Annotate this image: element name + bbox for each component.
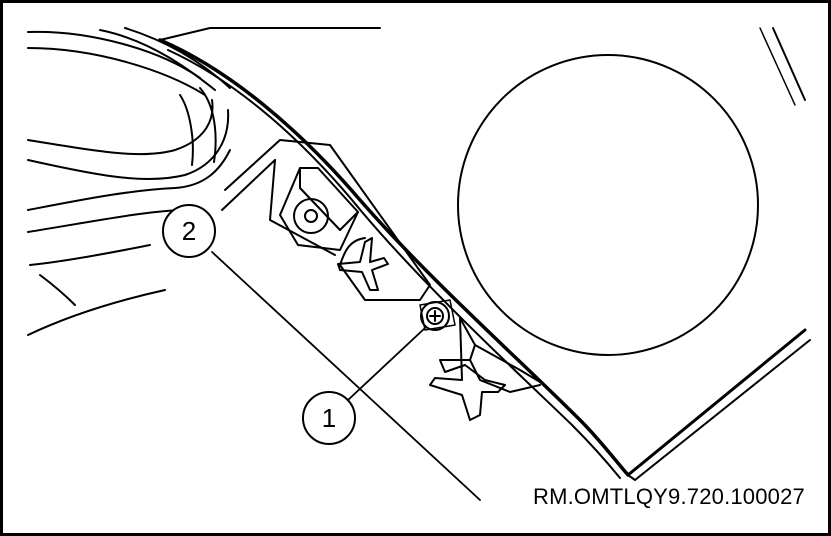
callout-1: 1 [302,391,356,445]
screw [419,299,456,331]
frame-tubes [27,27,281,336]
leader-line-2 [211,251,481,501]
panel-bracket [269,139,431,301]
callout-1-label: 1 [322,403,336,433]
fairing-panel [158,27,811,481]
leader-lines [211,251,481,501]
x-clip-lower [429,317,546,421]
reference-code: RM.OMTLQY9.720.100027 [530,484,807,510]
leader-line-1 [347,327,426,401]
round-cover [457,54,759,356]
x-clip-upper [337,237,389,291]
callout-2: 2 [162,204,216,258]
mounting-boss [279,167,359,251]
callout-2-label: 2 [182,216,196,246]
